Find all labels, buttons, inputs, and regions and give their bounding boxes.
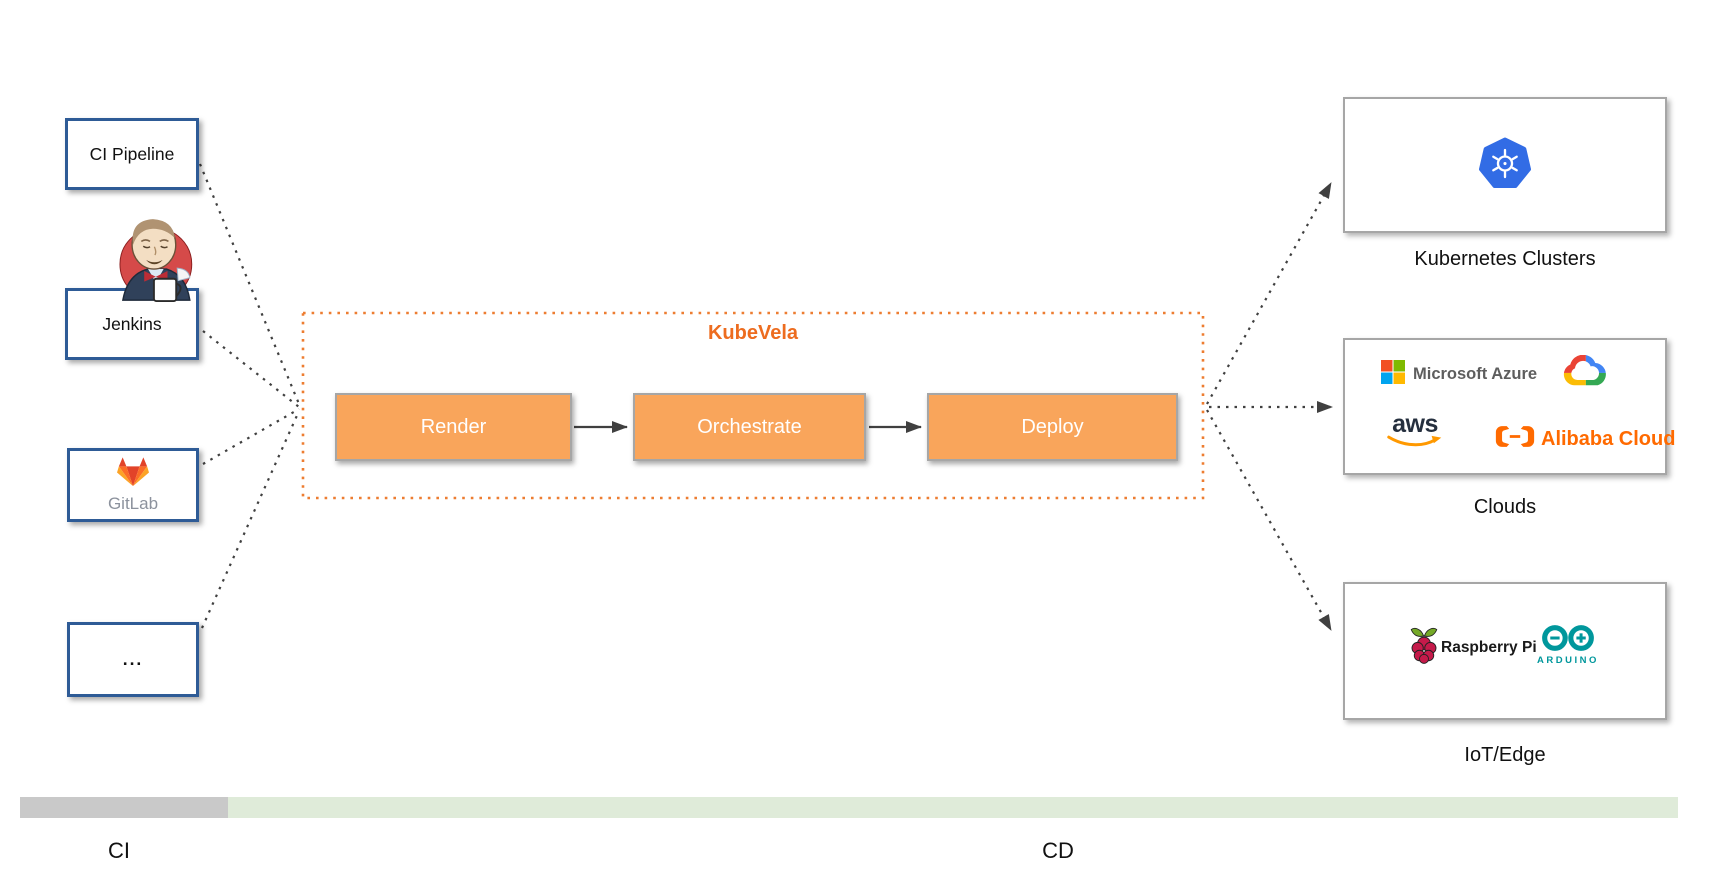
alibaba-wordmark: Alibaba Cloud xyxy=(1541,427,1676,450)
azure-wordmark: Microsoft Azure xyxy=(1413,365,1538,383)
stage-label: Render xyxy=(420,415,487,438)
aws-wordmark: aws xyxy=(1392,410,1438,438)
arduino-infinity-icon xyxy=(1540,624,1596,657)
node-label: GitLab xyxy=(107,494,159,513)
node-label: Jenkins xyxy=(102,313,162,334)
stage-orchestrate: Orchestrate xyxy=(633,393,866,461)
stage-label: Deploy xyxy=(1021,415,1084,438)
node-kubernetes-clusters xyxy=(1343,97,1667,233)
arduino-logo: ARDUINO xyxy=(1537,624,1599,666)
cd-phase-bar xyxy=(228,797,1678,818)
kubevela-title: KubeVela xyxy=(707,322,799,344)
aws-logo: aws xyxy=(1387,410,1443,453)
target-label-clouds: Clouds xyxy=(1473,496,1537,518)
node-label: ... xyxy=(122,649,144,669)
connector-ci-pipeline-to-kubevela xyxy=(198,163,301,405)
node-iot-edge: Raspberry Pi ARDUINO xyxy=(1343,582,1667,720)
raspberry-pi-wordmark: Raspberry Pi xyxy=(1441,638,1537,656)
arduino-wordmark: ARDUINO xyxy=(1537,655,1599,666)
target-label-iot-edge: IoT/Edge xyxy=(1464,744,1546,766)
connector-kubevela-to-kubernetes xyxy=(1206,182,1332,405)
raspberry-icon xyxy=(1409,626,1439,669)
stage-label: Orchestrate xyxy=(697,415,802,438)
raspberry-pi-logo: Raspberry Pi xyxy=(1409,626,1537,669)
node-label: CI Pipeline xyxy=(89,143,175,164)
gitlab-tanuki-icon xyxy=(115,456,151,493)
connector-kubevela-to-iot xyxy=(1206,409,1332,631)
node-more-sources: ... xyxy=(67,622,199,697)
target-label-kubernetes: Kubernetes Clusters xyxy=(1414,248,1596,270)
google-cloud-icon xyxy=(1561,355,1607,394)
jenkins-butler-icon xyxy=(102,206,200,303)
ci-phase-bar xyxy=(20,797,228,818)
node-gitlab: GitLab xyxy=(67,448,199,522)
stage-deploy: Deploy xyxy=(927,393,1178,461)
connector-more-to-kubevela xyxy=(200,410,301,629)
kubernetes-icon xyxy=(1479,137,1531,194)
aws-smile-icon xyxy=(1387,435,1443,453)
alibaba-cloud-logo: Alibaba Cloud xyxy=(1495,425,1675,453)
cd-phase-label: CD xyxy=(1042,838,1074,863)
connector-gitlab-to-kubevela xyxy=(202,408,300,465)
alibaba-brackets-icon xyxy=(1495,425,1535,453)
node-ci-pipeline: CI Pipeline xyxy=(65,118,199,190)
connector-jenkins-to-kubevela xyxy=(202,330,300,408)
microsoft-squares-icon xyxy=(1381,360,1405,389)
microsoft-azure-logo: Microsoft Azure xyxy=(1381,360,1537,389)
node-clouds: Microsoft Azure aws xyxy=(1343,338,1675,475)
stage-render: Render xyxy=(335,393,572,461)
ci-phase-label: CI xyxy=(108,838,130,863)
